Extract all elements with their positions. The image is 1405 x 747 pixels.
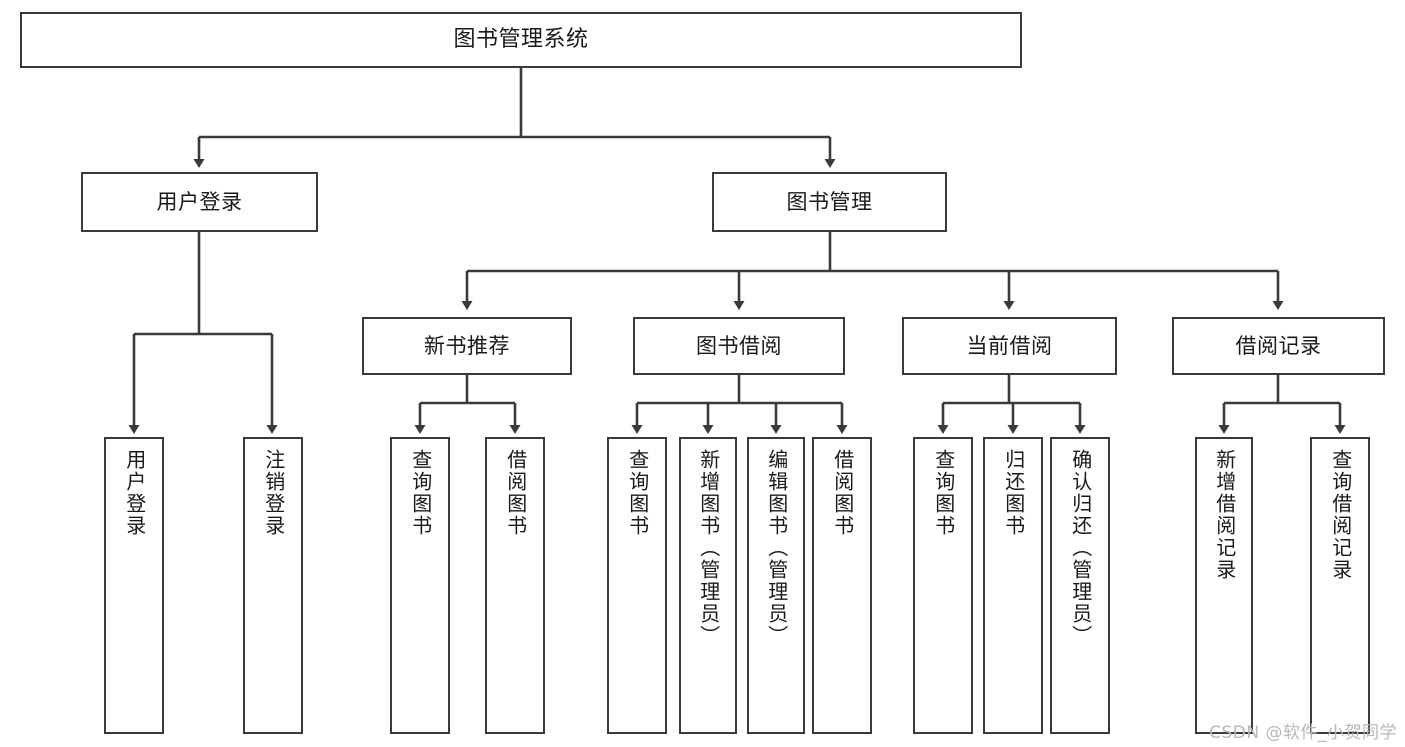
node-leaf-add-record-label: 新增借阅记录 <box>1212 449 1237 581</box>
node-leaf-query-book-1[interactable]: 查询图书 <box>390 437 450 734</box>
node-leaf-borrow-book-2[interactable]: 借阅图书 <box>812 437 872 734</box>
node-leaf-query-book-3[interactable]: 查询图书 <box>913 437 973 734</box>
node-book-manage-label: 图书管理 <box>786 189 873 214</box>
node-borrow-record[interactable]: 借阅记录 <box>1172 317 1385 375</box>
node-book-borrow-label: 图书借阅 <box>696 333 782 358</box>
node-current-borrow-label: 当前借阅 <box>966 333 1053 358</box>
node-leaf-borrow-book-1-label: 借阅图书 <box>503 449 528 537</box>
node-leaf-user-login[interactable]: 用户登录 <box>104 437 164 734</box>
node-leaf-user-login-label: 用户登录 <box>122 449 147 537</box>
node-book-borrow[interactable]: 图书借阅 <box>633 317 845 375</box>
node-leaf-user-logout-label: 注销登录 <box>261 449 286 537</box>
node-leaf-confirm-return-label: 确认归还（管理员） <box>1068 449 1093 647</box>
node-borrow-record-label: 借阅记录 <box>1235 333 1322 358</box>
node-leaf-query-record-label: 查询借阅记录 <box>1328 449 1353 581</box>
node-leaf-confirm-return[interactable]: 确认归还（管理员） <box>1050 437 1110 734</box>
node-root-label: 图书管理系统 <box>453 27 589 53</box>
node-leaf-borrow-book-2-label: 借阅图书 <box>830 449 855 537</box>
node-leaf-return-book-label: 归还图书 <box>1001 449 1026 537</box>
node-leaf-query-book-2-label: 查询图书 <box>625 449 650 537</box>
node-leaf-query-book-1-label: 查询图书 <box>408 449 433 537</box>
node-leaf-edit-book-label: 编辑图书（管理员） <box>764 449 789 647</box>
node-leaf-user-logout[interactable]: 注销登录 <box>243 437 303 734</box>
node-user-login-label: 用户登录 <box>156 189 243 214</box>
node-book-manage[interactable]: 图书管理 <box>712 172 947 232</box>
node-leaf-borrow-book-1[interactable]: 借阅图书 <box>485 437 545 734</box>
node-leaf-add-record[interactable]: 新增借阅记录 <box>1195 437 1253 734</box>
watermark: CSDN @软件_小贺同学 <box>1209 723 1397 743</box>
node-user-login[interactable]: 用户登录 <box>81 172 318 232</box>
node-leaf-query-book-2[interactable]: 查询图书 <box>607 437 667 734</box>
node-leaf-query-book-3-label: 查询图书 <box>931 449 956 537</box>
node-current-borrow[interactable]: 当前借阅 <box>902 317 1117 375</box>
node-leaf-add-book-label: 新增图书（管理员） <box>696 449 721 647</box>
node-new-book-rec-label: 新书推荐 <box>424 333 510 358</box>
node-leaf-return-book[interactable]: 归还图书 <box>983 437 1043 734</box>
node-leaf-query-record[interactable]: 查询借阅记录 <box>1310 437 1370 734</box>
node-root[interactable]: 图书管理系统 <box>20 12 1022 68</box>
node-leaf-edit-book[interactable]: 编辑图书（管理员） <box>747 437 805 734</box>
node-leaf-add-book[interactable]: 新增图书（管理员） <box>679 437 737 734</box>
node-new-book-rec[interactable]: 新书推荐 <box>362 317 572 375</box>
